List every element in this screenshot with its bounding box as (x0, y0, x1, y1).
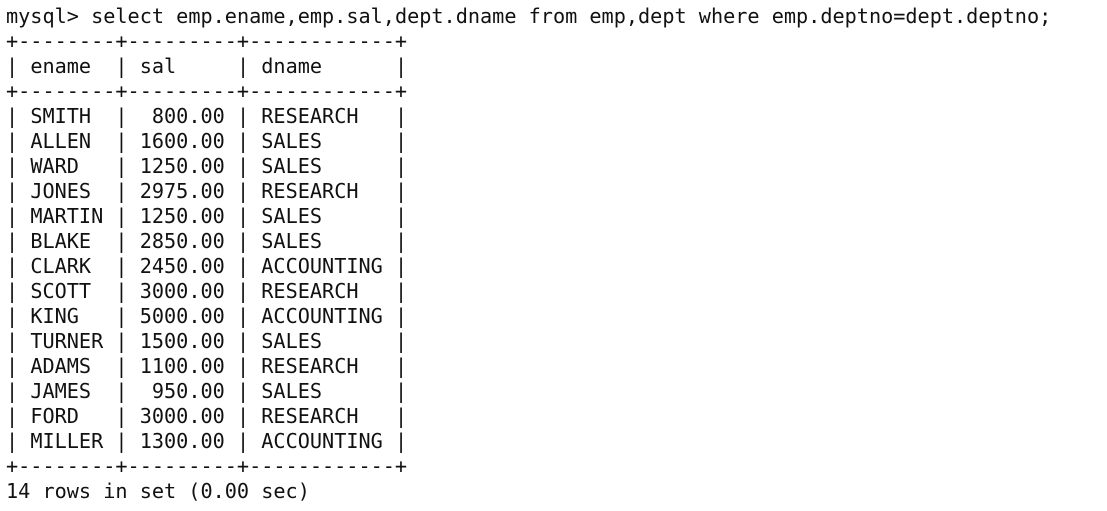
table-cell: MARTIN (30, 204, 104, 228)
table-cell: ACCOUNTING (261, 254, 383, 278)
table-row: | MILLER | 1300.00 | ACCOUNTING | (6, 429, 408, 453)
table-cell: RESEARCH (261, 104, 359, 128)
table-cell: 3000.00 (139, 279, 225, 303)
table-row: | JONES | 2975.00 | RESEARCH | (6, 179, 408, 203)
table-cell: RESEARCH (261, 404, 359, 428)
table-cell: 950.00 (151, 379, 225, 403)
command-line: mysql> select emp.ename,emp.sal,dept.dna… (6, 4, 1107, 29)
result-table: +--------+---------+------------+| ename… (6, 29, 1107, 479)
table-cell: 1250.00 (139, 154, 225, 178)
table-cell: 1600.00 (139, 129, 225, 153)
table-cell: JAMES (30, 379, 92, 403)
table-cell: RESEARCH (261, 179, 359, 203)
table-cell: JONES (30, 179, 92, 203)
sql-command: select emp.ename,emp.sal,dept.dname from… (91, 4, 1052, 28)
table-cell: KING (30, 304, 79, 328)
table-cell: 2450.00 (139, 254, 225, 278)
table-cell: 3000.00 (139, 404, 225, 428)
table-row: | FORD | 3000.00 | RESEARCH | (6, 404, 408, 428)
table-row: | KING | 5000.00 | ACCOUNTING | (6, 304, 408, 328)
table-cell: SCOTT (30, 279, 92, 303)
prompt: mysql> (6, 4, 79, 28)
table-cell: WARD (30, 154, 79, 178)
column-header: ename (30, 54, 92, 78)
table-cell: ACCOUNTING (261, 429, 383, 453)
table-cell: RESEARCH (261, 354, 359, 378)
table-cell: ALLEN (30, 129, 92, 153)
table-cell: SALES (261, 329, 323, 353)
table-border: +--------+---------+------------+ (6, 79, 408, 103)
table-row: | ALLEN | 1600.00 | SALES | (6, 129, 408, 153)
table-row: | SCOTT | 3000.00 | RESEARCH | (6, 279, 408, 303)
table-border: +--------+---------+------------+ (6, 454, 408, 478)
table-cell: FORD (30, 404, 79, 428)
table-cell: SALES (261, 229, 323, 253)
table-cell: 800.00 (151, 104, 225, 128)
table-row: | WARD | 1250.00 | SALES | (6, 154, 408, 178)
result-summary: 14 rows in set (0.00 sec) (6, 479, 310, 503)
table-row: | CLARK | 2450.00 | ACCOUNTING | (6, 254, 408, 278)
table-cell: ADAMS (30, 354, 92, 378)
table-row: | SMITH | 800.00 | RESEARCH | (6, 104, 408, 128)
table-row: | TURNER | 1500.00 | SALES | (6, 329, 408, 353)
column-header: sal (139, 54, 177, 78)
table-cell: SMITH (30, 104, 92, 128)
table-border: +--------+---------+------------+ (6, 29, 408, 53)
table-cell: RESEARCH (261, 279, 359, 303)
table-cell: MILLER (30, 429, 104, 453)
table-cell: CLARK (30, 254, 92, 278)
table-cell: 1300.00 (139, 429, 225, 453)
table-cell: SALES (261, 204, 323, 228)
table-cell: SALES (261, 379, 323, 403)
table-row: | JAMES | 950.00 | SALES | (6, 379, 408, 403)
table-cell: SALES (261, 154, 323, 178)
table-header-row: | ename | sal | dname | (6, 54, 408, 78)
table-cell: BLAKE (30, 229, 92, 253)
table-row: | BLAKE | 2850.00 | SALES | (6, 229, 408, 253)
table-row: | MARTIN | 1250.00 | SALES | (6, 204, 408, 228)
table-cell: 2975.00 (139, 179, 225, 203)
table-cell: 1250.00 (139, 204, 225, 228)
table-cell: SALES (261, 129, 323, 153)
table-cell: 5000.00 (139, 304, 225, 328)
table-cell: 1500.00 (139, 329, 225, 353)
table-cell: 1100.00 (139, 354, 225, 378)
table-row: | ADAMS | 1100.00 | RESEARCH | (6, 354, 408, 378)
table-cell: 2850.00 (139, 229, 225, 253)
table-cell: ACCOUNTING (261, 304, 383, 328)
column-header: dname (261, 54, 323, 78)
table-cell: TURNER (30, 329, 104, 353)
